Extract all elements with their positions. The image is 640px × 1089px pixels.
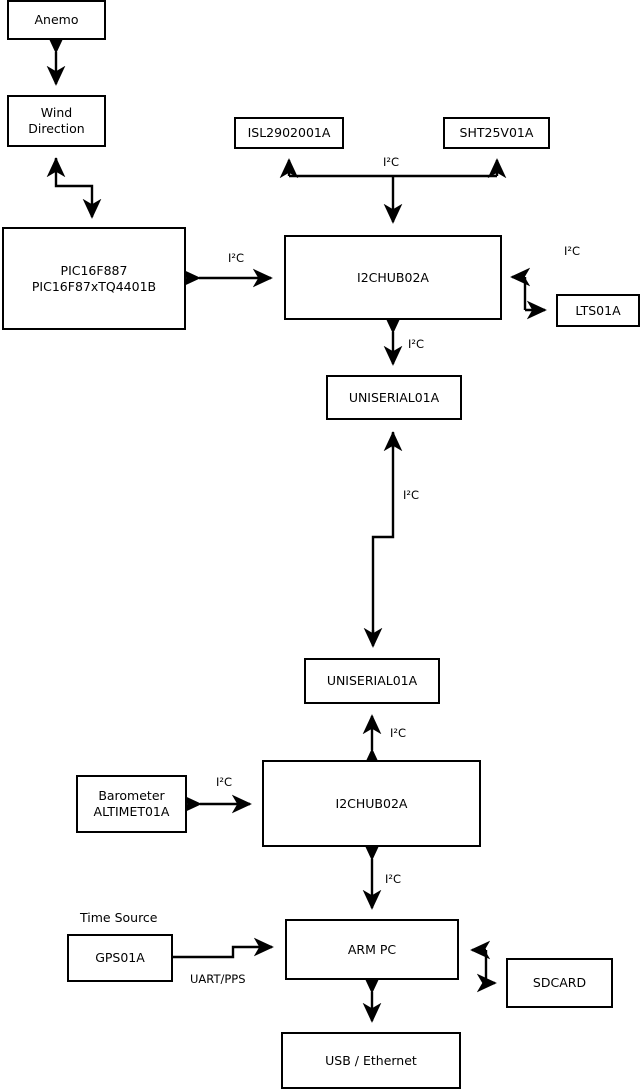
edge-label-barometer-hub: I²C: [216, 775, 233, 789]
node-i2chub02a-bottom-label: I2CHUB02A: [335, 795, 408, 811]
node-wind-direction-label2: Direction: [28, 121, 85, 136]
node-isl2902001a[interactable]: ISL2902001A: [234, 117, 344, 149]
node-pic-mcu-label: PIC16F887: [60, 262, 128, 278]
node-i2chub02a-top[interactable]: I2CHUB02A: [284, 235, 502, 320]
edge-label-pic-hub: I²C: [228, 251, 245, 265]
node-isl2902001a-label: ISL2902001A: [247, 125, 331, 141]
node-lts01a[interactable]: LTS01A: [556, 294, 640, 327]
node-i2chub02a-bottom[interactable]: I2CHUB02A: [262, 760, 481, 847]
edge-label-gps-armpc: UART/PPS: [190, 972, 246, 986]
node-gps01a[interactable]: GPS01A: [67, 934, 173, 982]
node-lts01a-label: LTS01A: [575, 302, 621, 318]
node-wind-direction[interactable]: Wind Direction: [7, 95, 106, 147]
edge-hub-lts: [510, 267, 547, 320]
edge-label-hub-bottom-armpc: I²C: [385, 872, 402, 886]
node-wind-direction-label: Wind: [40, 105, 73, 121]
edge-gps-armpc: [173, 937, 274, 959]
node-barometer-altimet01a[interactable]: Barometer ALTIMET01A: [76, 775, 187, 833]
node-uniserial01a-upper-label: UNISERIAL01A: [348, 389, 440, 405]
edge-hub-sensors-bus: [279, 158, 507, 224]
label-time-source: Time Source: [80, 910, 158, 925]
node-usb-ethernet-label: USB / Ethernet: [325, 1052, 417, 1068]
edge-label-uniserial-hub-bottom: I²C: [390, 726, 407, 740]
node-pic-mcu[interactable]: PIC16F887 PIC16F87xTQ4401B: [2, 227, 186, 330]
edge-wind-pic: [46, 157, 102, 219]
edge-uniserial-link: [363, 431, 403, 648]
node-barometer-label2: ALTIMET01A: [93, 804, 170, 819]
edge-label-hub-sensors: I²C: [383, 155, 400, 169]
node-uniserial01a-upper[interactable]: UNISERIAL01A: [326, 375, 462, 420]
node-sdcard[interactable]: SDCARD: [506, 958, 613, 1008]
node-anemo-label: Anemo: [34, 12, 79, 28]
edge-label-hub-lts: I²C: [564, 244, 581, 258]
node-arm-pc[interactable]: ARM PC: [285, 919, 459, 980]
node-sht25v01a[interactable]: SHT25V01A: [443, 117, 550, 149]
edge-label-uniserial-link: I²C: [403, 488, 420, 502]
node-sht25v01a-label: SHT25V01A: [459, 125, 534, 141]
node-sdcard-label: SDCARD: [532, 975, 587, 991]
edge-armpc-sdcard: [470, 940, 497, 993]
node-barometer-label: Barometer: [98, 788, 165, 804]
edge-label-hub-uniserial: I²C: [408, 337, 425, 351]
node-i2chub02a-top-label: I2CHUB02A: [357, 269, 429, 285]
node-arm-pc-label: ARM PC: [347, 941, 397, 957]
node-usb-ethernet[interactable]: USB / Ethernet: [281, 1032, 461, 1089]
node-uniserial01a-lower-label: UNISERIAL01A: [326, 673, 418, 689]
node-gps01a-label: GPS01A: [95, 950, 145, 966]
node-pic-mcu-label2: PIC16F87xTQ4401B: [31, 278, 157, 294]
node-uniserial01a-lower[interactable]: UNISERIAL01A: [304, 658, 440, 704]
node-anemo[interactable]: Anemo: [7, 0, 106, 40]
